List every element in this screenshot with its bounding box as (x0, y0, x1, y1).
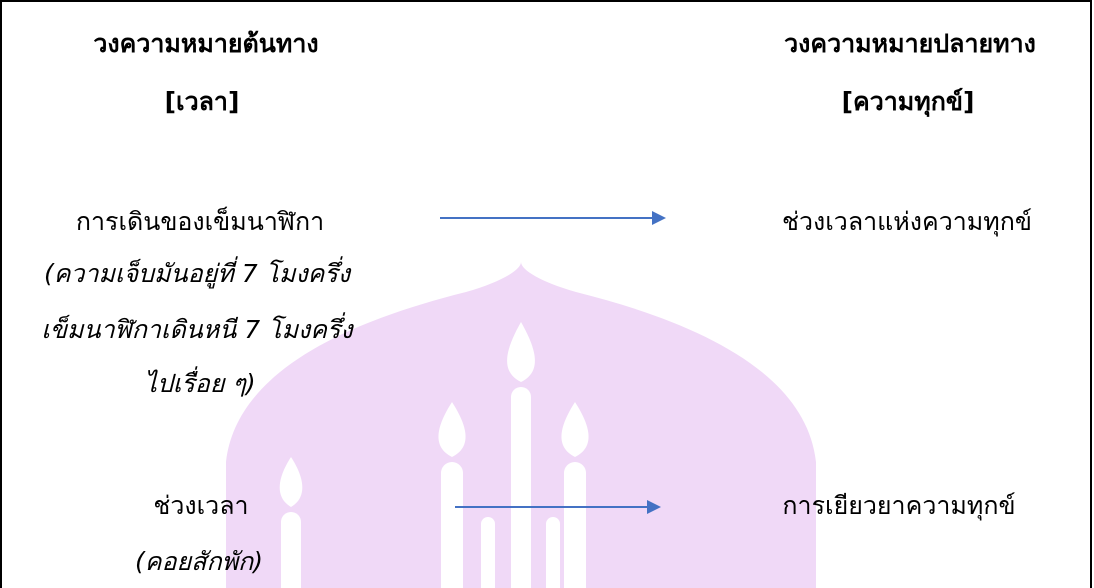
source-item1-note-line2: เข็มนาฬิกาเดินหนี 7 โมงครึ่ง (41, 315, 353, 344)
source-item1-label: การเดินของเข็มนาฬิกา (75, 207, 325, 236)
target-subheading: [ความทุกข์] (841, 87, 975, 116)
target-heading: วงความหมายปลายทาง (784, 29, 1036, 58)
source-item1-note-line1: (ความเจ็บมันอยู่ที่ 7 โมงครึ่ง (43, 259, 351, 288)
source-item2-label: ช่วงเวลา (153, 491, 249, 520)
temple-watermark (226, 262, 816, 588)
arrow-1 (440, 211, 666, 225)
source-item1-note-line3: ไปเรื่อย ๆ) (144, 369, 256, 398)
source-heading: วงความหมายต้นทาง (93, 29, 319, 58)
target-item1: ช่วงเวลาแห่งความทุกข์ (782, 207, 1032, 236)
target-item2: การเยียวยาความทุกข์ (782, 491, 1016, 520)
arrow-2 (455, 500, 661, 514)
source-item2-note: (คอยสักพัก) (135, 547, 263, 576)
source-subheading: [เวลา] (164, 87, 240, 116)
